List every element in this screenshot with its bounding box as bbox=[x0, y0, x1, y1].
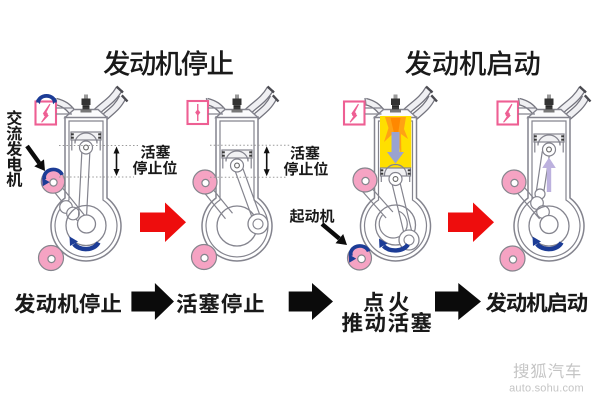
svg-text:auto.sohu.com: auto.sohu.com bbox=[509, 383, 584, 395]
